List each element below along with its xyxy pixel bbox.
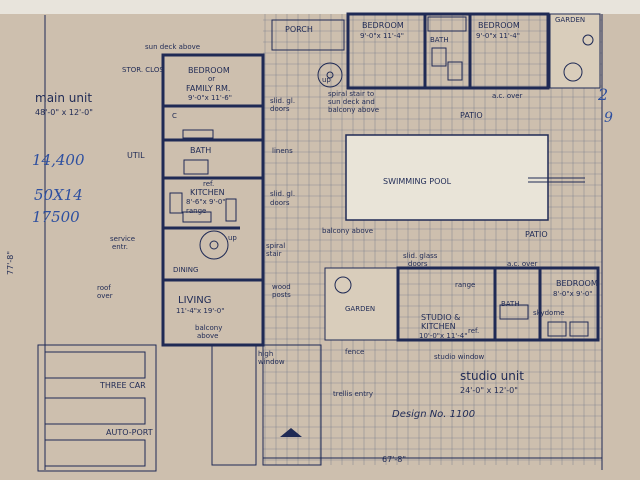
label-garden-top: GARDEN — [555, 16, 585, 24]
label-spiral-stair-top2: sun deck and — [328, 98, 375, 106]
label-garden-bottom: GARDEN — [345, 305, 375, 313]
label-bath-top: BATH — [430, 36, 449, 44]
label-main-unit-dim: 48'-0" x 12'-0" — [35, 108, 93, 117]
label-bedroom-1: BEDROOM — [362, 21, 404, 30]
label-bedroom-2: BEDROOM — [478, 21, 520, 30]
garden-shrub-icon — [563, 62, 583, 82]
label-studio-kitchen: STUDIO & — [421, 313, 460, 322]
label-main-unit: main unit — [35, 91, 92, 105]
trellis-walkway — [262, 344, 322, 466]
spiral-stair-main — [199, 230, 229, 260]
label-roof-over2: over — [97, 292, 113, 300]
label-util: UTIL — [127, 151, 145, 160]
label-service-entr: service — [110, 235, 135, 243]
label-bedroom-studio: BEDROOM — [556, 279, 598, 288]
label-spiral-stair-top3: balcony above — [328, 106, 379, 114]
label-sun-deck-above: sun deck above — [145, 43, 200, 51]
label-bath-studio: BATH — [501, 300, 520, 308]
torn-edge — [0, 0, 640, 14]
label-wood-posts2: posts — [272, 291, 291, 299]
entry-arrow-icon — [280, 428, 302, 437]
label-range-studio: range — [455, 281, 475, 289]
label-skydome: skydome — [533, 309, 564, 317]
label-bedroom-studio-dim: 8'-0"x 9'-0" — [553, 290, 593, 298]
label-up-top: up — [322, 76, 331, 84]
label-balcony-above: balcony above — [322, 227, 373, 235]
label-three-car: THREE CAR — [99, 381, 146, 390]
label-linens: linens — [272, 147, 293, 155]
label-roof-over: roof — [97, 284, 111, 292]
studio-unit-walls — [396, 266, 600, 342]
label-high-window: high — [258, 350, 273, 358]
left-planting-strip — [211, 344, 257, 466]
label-closet-c: C — [172, 112, 177, 120]
garden-shrub-icon — [582, 34, 594, 46]
label-balcony-above-2: balcony — [195, 324, 222, 332]
label-spiral-stair-mid: spiral — [266, 242, 285, 250]
spiral-stair-top — [317, 62, 343, 88]
label-ref-studio: ref. — [468, 327, 479, 335]
label-living: LIVING — [178, 295, 212, 306]
label-slid-glass-doors: slid. glass — [403, 252, 438, 260]
label-design-no: Design No. 1100 — [392, 409, 475, 420]
label-bedroom-1-dim: 9'-0"x 11'-4" — [360, 32, 404, 40]
porch-area — [271, 19, 345, 51]
label-dim-bottom: 67'-8" — [382, 455, 406, 464]
handwritten-note-4: 2 — [597, 85, 608, 104]
handwritten-note-2: 50X14 — [34, 186, 83, 204]
label-patio-top: PATIO — [460, 111, 483, 120]
three-car-autoport — [37, 344, 157, 472]
label-up-mid: up — [228, 234, 237, 242]
label-spiral-stair-mid2: stair — [266, 250, 282, 258]
label-studio-unit-dim: 24'-0" x 12'-0" — [460, 386, 518, 395]
label-swimming-pool: SWIMMING POOL — [383, 177, 452, 186]
swimming-pool — [345, 134, 549, 221]
label-bedroom-family-or: or — [208, 75, 215, 83]
label-slid-gl-doors-1: slid. gl. — [270, 97, 295, 105]
label-studio-kitchen2: KITCHEN — [421, 322, 456, 331]
label-kitchen-dim: 8'-6"x 9'-0" — [186, 198, 226, 206]
label-ref-main: ref. — [203, 180, 214, 188]
label-ac-over-bottom: a.c. over — [507, 260, 538, 268]
label-studio-unit: studio unit — [460, 369, 524, 383]
handwritten-note-1: 14,400 — [32, 151, 85, 169]
label-studio-window: studio window — [434, 353, 485, 361]
garden-shrub-icon — [334, 276, 352, 294]
label-high-window2: window — [258, 358, 285, 366]
label-studio-kitchen-dim: 10'-0"x 11'-4" — [419, 332, 467, 340]
label-trellis-entry: trellis entry — [333, 390, 373, 398]
label-slid-gl-doors-2: slid. gl. — [270, 190, 295, 198]
label-living-dim: 11'-4"x 19'-0" — [176, 307, 224, 315]
label-bedroom-family-dim: 9'-0"x 11'-6" — [188, 94, 232, 102]
label-balcony-above-2b: above — [197, 332, 218, 340]
main-unit-walls — [161, 53, 265, 347]
label-bedroom-family-2: FAMILY RM. — [186, 84, 230, 93]
top-bedroom-wing — [346, 12, 550, 90]
label-stor-clos: STOR. CLOS — [122, 66, 164, 74]
label-spiral-stair-top: spiral stair to — [328, 90, 374, 98]
label-bedroom-2-dim: 9'-0"x 11'-4" — [476, 32, 520, 40]
bottom-garden — [324, 267, 398, 341]
label-slid-glass-doors2: doors — [408, 260, 428, 268]
label-dim-left: 77'-8" — [6, 251, 15, 275]
label-patio-mid: PATIO — [525, 230, 548, 239]
label-wood-posts: wood — [272, 283, 291, 291]
handwritten-note-5: 9 — [604, 110, 613, 126]
label-bedroom-family: BEDROOM — [188, 66, 230, 75]
label-ac-over-top: a.c. over — [492, 92, 523, 100]
label-porch: PORCH — [285, 25, 313, 34]
label-slid-gl-doors-2b: doors — [270, 199, 290, 207]
label-dining: DINING — [173, 266, 198, 274]
label-range-main: range — [186, 207, 206, 215]
handwritten-note-3: 17500 — [32, 208, 80, 226]
top-garden — [549, 13, 601, 89]
label-fence: fence — [345, 348, 364, 356]
label-auto-port: AUTO-PORT — [106, 428, 153, 437]
label-kitchen: KITCHEN — [190, 188, 225, 197]
label-slid-gl-doors-1b: doors — [270, 105, 290, 113]
label-service-entr2: entr. — [112, 243, 128, 251]
label-bath-mid: BATH — [190, 146, 211, 155]
